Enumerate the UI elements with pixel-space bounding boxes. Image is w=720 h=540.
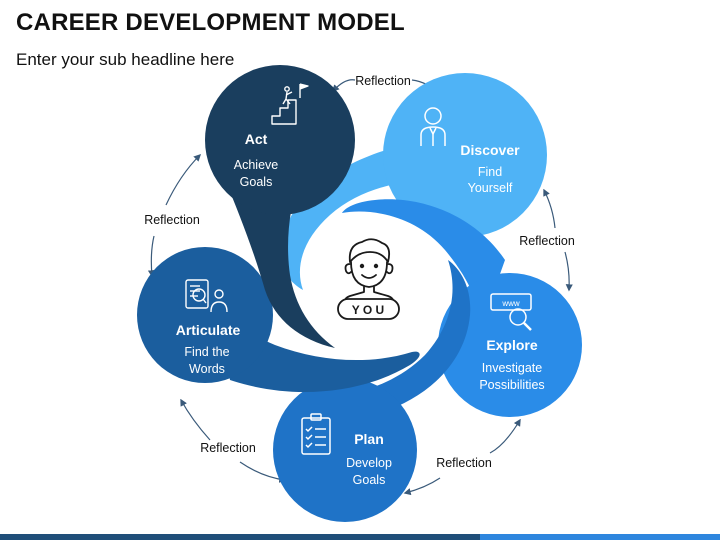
discover-line1: Find: [478, 165, 502, 179]
act-line1: Achieve: [234, 158, 279, 172]
www-search-icon: www: [490, 293, 532, 331]
articulate-line2: Words: [189, 362, 225, 376]
footer-bar: [0, 534, 720, 540]
articulate-title: Articulate: [176, 322, 241, 338]
reflection-label-bottom-right: Reflection: [436, 456, 492, 470]
arrow-plan-explore: [403, 477, 441, 496]
discover-line2: Yourself: [468, 181, 513, 195]
footer-bar-dark: [0, 534, 480, 540]
discover-title: Discover: [460, 142, 520, 158]
stage-labels: Act Achieve Goals Discover Find Yourself…: [176, 131, 545, 487]
reflection-label-top: Reflection: [355, 74, 411, 88]
explore-line2: Possibilities: [479, 378, 544, 392]
climbing-stairs-flag-icon: [271, 83, 309, 125]
you-badge: [337, 298, 400, 320]
reflection-label-left: Reflection: [144, 213, 200, 227]
footer-bar-light: [480, 534, 720, 540]
arrow-articulate-act: [147, 235, 156, 278]
you-label: Y O U: [352, 303, 384, 317]
profile-magnifier-icon: [185, 279, 228, 313]
reflection-label-bottom-left: Reflection: [200, 441, 256, 455]
page-title: CAREER DEVELOPMENT MODEL: [16, 9, 405, 36]
act-line2: Goals: [240, 175, 273, 189]
stage-explore: [342, 199, 582, 417]
arrow-explore-discover: [564, 251, 573, 292]
explore-line1: Investigate: [482, 361, 543, 375]
act-title: Act: [245, 131, 268, 147]
arrow-articulate-plan: [180, 398, 211, 441]
plan-bubble: [273, 378, 417, 522]
explore-swirl-arm: [342, 199, 505, 330]
act-bubble: [205, 65, 355, 215]
arrow-act-discover: [332, 79, 356, 93]
arrow-explore-plan: [489, 418, 521, 454]
articulate-bubble: [137, 247, 273, 383]
checklist-icon: [301, 413, 331, 455]
reflection-labels: Reflection Reflection Reflection Reflect…: [144, 74, 575, 470]
discover-bubble: [383, 73, 547, 237]
plan-line1: Develop: [346, 456, 392, 470]
arrow-act-articulate: [165, 153, 202, 206]
page-subtitle: Enter your sub headline here: [16, 50, 235, 69]
stage-act: [205, 65, 355, 348]
articulate-swirl-arm: [215, 300, 420, 392]
plan-line2: Goals: [353, 473, 386, 487]
plan-title: Plan: [354, 431, 384, 447]
articulate-line1: Find the: [184, 345, 229, 359]
plan-swirl-arm: [320, 260, 471, 420]
explore-title: Explore: [486, 337, 538, 353]
person-icon: [420, 107, 446, 146]
you-face-icon: [350, 261, 388, 288]
reflection-arrows: [147, 79, 573, 496]
explore-bubble: [438, 273, 582, 417]
you-hair-icon: [348, 238, 391, 263]
arrow-discover-explore: [543, 188, 556, 229]
svg-text:www: www: [501, 299, 520, 308]
reflection-label-right: Reflection: [519, 234, 575, 248]
act-swirl-arm: [225, 175, 335, 348]
center-you-figure: [337, 238, 400, 320]
stage-articulate: [137, 247, 420, 392]
stage-plan: [273, 260, 471, 522]
